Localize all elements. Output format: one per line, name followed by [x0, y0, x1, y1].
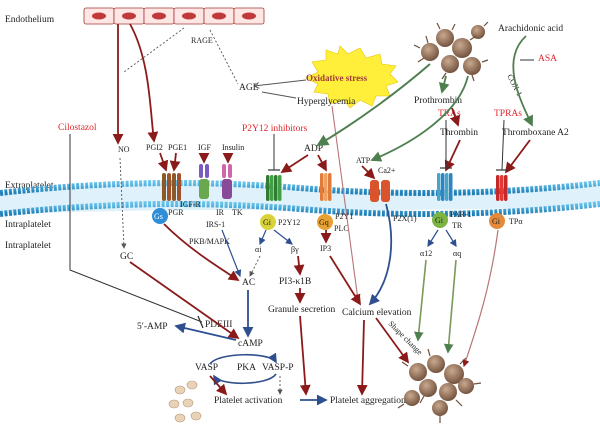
igf-receptor: [199, 164, 209, 199]
plc-label: PLC: [334, 224, 349, 233]
tk-label: TK: [232, 208, 243, 217]
granule-secretion-label: Granule secretion: [268, 305, 336, 315]
adp-label: ADP: [304, 144, 323, 154]
gi-protein-tr: [432, 212, 448, 228]
p2x1-channel: [370, 180, 390, 202]
activated-platelets-top: [413, 21, 489, 82]
rage-label: RAGE: [191, 36, 213, 45]
cilostazol-label: Cilostazol: [58, 123, 97, 133]
endothelium-cells: [83, 7, 265, 25]
gq-protein: [317, 214, 333, 230]
pka-label: PKA: [237, 363, 256, 373]
p2y12-label: P2Y12: [278, 218, 300, 227]
intraplatelet-label: Intraplatelet: [5, 220, 51, 230]
alpha-i-label: αi: [255, 245, 262, 254]
par1-receptor: [437, 173, 453, 201]
prothrombin-label: Prothrombin: [414, 96, 462, 106]
tr-label: TR: [452, 221, 463, 230]
igf-label: IGF: [198, 143, 211, 152]
age-label: AGE: [239, 83, 259, 93]
p2x1-label: P2X(1): [393, 214, 417, 223]
irs1-label: IRS-1: [206, 220, 225, 229]
gi-p2y12-label: Gi: [263, 218, 272, 227]
tpras-label: TPRAs: [494, 109, 522, 119]
intraplatelet-label-2: Intraplatelet: [5, 241, 51, 251]
thrombin-label: Thrombin: [440, 128, 478, 138]
gq-label: Gq: [319, 218, 329, 227]
igf-r-label: IGF-R: [180, 200, 202, 209]
pi3k-label: PI3-κ1B: [279, 277, 311, 287]
tpa-label: TPα: [509, 217, 523, 226]
hyperglycemia-label: Hyperglycemia: [297, 97, 356, 107]
gi-protein-tpa: [489, 213, 505, 229]
p2y12-inhibitors-label: P2Y12 inhibitors: [242, 124, 307, 134]
pge1-label: PGE1: [168, 143, 187, 152]
extraplatelet-label: Extraplatelet: [5, 181, 54, 191]
tras-label: TRAs: [438, 109, 461, 119]
gs-protein: [152, 208, 168, 224]
ac-label: AC: [242, 278, 255, 288]
pgr-label: PGR: [168, 208, 184, 217]
calcium-elevation-label: Calcium elevation: [342, 308, 412, 318]
platelet-aggregation-label: Platelet aggregation: [330, 396, 406, 406]
five-amp-label: 5′-AMP: [137, 322, 168, 332]
aggregated-platelets: [397, 348, 482, 423]
pgr-receptor: [162, 173, 181, 201]
platelet-activation-label: Platelet activation: [214, 396, 283, 406]
atp-label: ATP: [356, 156, 371, 165]
gi-protein-p2y12: [260, 214, 276, 230]
oxidative-stress-label: Oxidative stress: [306, 73, 368, 83]
asa-label: ASA: [538, 54, 557, 64]
insulin-receptor: [222, 164, 232, 199]
pgi2-label: PGI2: [146, 143, 163, 152]
ca-label: Ca2+: [378, 166, 396, 175]
gi-tr-label: Gi: [435, 216, 444, 225]
pkb-mapk-label: PKB/MAPK: [189, 237, 230, 246]
thromboxane-label: Thromboxane A2: [502, 128, 569, 138]
par1-label: PAR-1: [450, 210, 472, 219]
gi-tpa-label: Gi: [492, 217, 501, 226]
oxidative-stress-starburst: [305, 45, 399, 109]
camp-label: cAMP: [238, 339, 263, 349]
vasp-label: VASP: [195, 363, 218, 373]
arachidonic-acid-label: Arachidonic acid: [498, 24, 563, 34]
beta-gamma-label: βγ: [291, 245, 299, 254]
ir-label: IR: [216, 208, 225, 217]
insulin-label: Insulin: [222, 143, 244, 152]
vasp-p-label: VASP-P: [262, 363, 294, 373]
resting-platelets: [168, 380, 202, 423]
p2y1-receptor: [320, 173, 332, 201]
pathway-arrows: [69, 23, 534, 406]
gc-label: GC: [120, 252, 133, 262]
alphaq-label: αq: [453, 249, 461, 258]
gs-label: Gs: [154, 212, 163, 221]
p2y1-label: P2Y1: [335, 212, 353, 221]
ip3-label: IP3: [320, 244, 331, 253]
tpa-receptor: [496, 175, 508, 201]
alpha12-label: α12: [420, 249, 432, 258]
p2y12-receptor: [266, 175, 282, 201]
platelet-membrane: [0, 180, 600, 217]
endothelium-label: Endothelium: [5, 15, 55, 25]
no-label: NO: [118, 145, 130, 154]
